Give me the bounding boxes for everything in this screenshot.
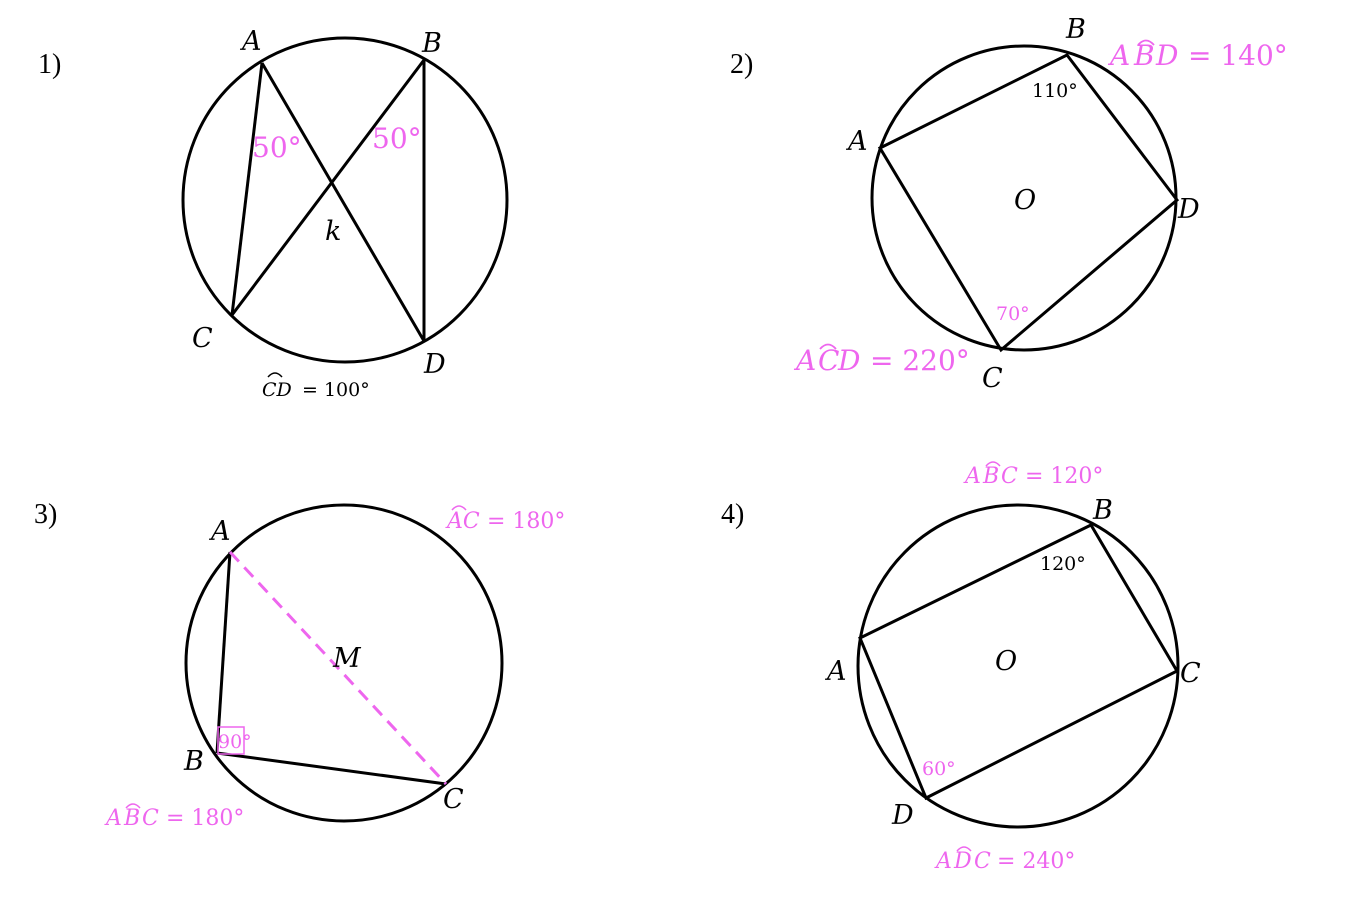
problem-2: 2) B A D C O 110° 70° A B D = 140° A C D…: [730, 14, 1288, 394]
arc-measure-ADC: A D C = 240°: [934, 846, 1075, 874]
arc-hat-icon: [451, 505, 467, 511]
point-label-D: D: [1177, 194, 1200, 225]
arc-name-pre: A: [963, 464, 981, 489]
arc-value: = 180°: [166, 806, 244, 831]
quadrilateral-ABCD: [858, 523, 1180, 801]
arc-name-pre: A: [104, 806, 122, 831]
chord-BC: [230, 59, 426, 316]
point-label-A: A: [845, 126, 868, 157]
chord-BC: [216, 751, 447, 786]
arc-value: = 180°: [487, 509, 565, 534]
arc-measure-AC: AC = 180°: [445, 505, 565, 534]
right-angle-marker: [217, 726, 245, 755]
center-label-O: O: [995, 646, 1017, 677]
problem-number-1: 1): [38, 49, 61, 80]
angle-label-B: 120°: [1040, 553, 1086, 575]
circle-3: [184, 503, 504, 823]
problem-number-2: 2): [730, 49, 753, 80]
point-label-A: A: [208, 516, 231, 547]
arc-value: = 120°: [1025, 464, 1103, 489]
problem-4: 4) B A C D O 120° 60° A B C = 120° A D C…: [721, 461, 1201, 874]
problem-3: 3) A B C M 90° AC = 180° A B C = 180°: [34, 499, 565, 831]
arc-measure-ACD: A C D = 220°: [793, 343, 970, 377]
point-label-B: B: [1092, 495, 1113, 526]
arc-hat-icon: [819, 343, 837, 350]
point-label-C: C: [443, 784, 464, 815]
point-label-A: A: [239, 26, 262, 57]
arc-hat-icon: [1137, 39, 1155, 46]
arc-name: AC: [445, 509, 480, 534]
arc-name-pre: A: [934, 849, 952, 874]
quadrilateral-ABDC: [877, 53, 1180, 353]
center-label-O: O: [1014, 185, 1036, 216]
arc-hat-icon: [267, 372, 283, 378]
angle-label-C: 70°: [996, 303, 1030, 325]
arc-name-post: D: [1155, 39, 1178, 72]
point-label-A: A: [824, 656, 847, 687]
arc-value: = 240°: [997, 849, 1075, 874]
point-label-C: C: [192, 323, 213, 354]
angle-label-D: 60°: [922, 758, 956, 780]
arc-measure-ABC: A B C = 180°: [104, 803, 244, 831]
angle-label-B: 50°: [372, 122, 422, 155]
problem-1: 1) A B C D k 50° 50° CD = 100°: [38, 26, 509, 401]
arc-measure-CD: CD = 100°: [262, 372, 370, 401]
point-label-C: C: [1180, 658, 1201, 689]
chord-AB: [215, 551, 232, 754]
chord-AC: [230, 62, 264, 316]
angle-label-B: 110°: [1032, 80, 1078, 102]
arc-name-hat: B: [982, 464, 999, 489]
arc-hat-icon: [125, 803, 141, 809]
point-label-B: B: [183, 746, 204, 777]
angle-label-B: 90°: [218, 731, 252, 753]
circle-1: [181, 36, 509, 364]
problem-number-3: 3): [34, 499, 57, 530]
problem-number-4: 4): [721, 499, 744, 530]
arc-name-post: C: [1001, 464, 1018, 489]
arc-value: = 140°: [1188, 39, 1288, 72]
intersection-label-k: k: [325, 216, 341, 247]
arc-name-post: C: [974, 849, 991, 874]
arc-hat-icon: [956, 846, 972, 852]
arc-name-post: C: [142, 806, 159, 831]
diameter-AC: [228, 550, 448, 786]
arc-name-hat: B: [123, 806, 140, 831]
angle-label-A: 50°: [252, 131, 302, 164]
arc-name-hat: C: [818, 344, 839, 377]
arc-name-hat: D: [953, 849, 972, 874]
arc-hat-icon: [985, 461, 1001, 467]
point-label-D: D: [423, 349, 446, 380]
arc-name-pre: A: [793, 344, 816, 377]
point-label-B: B: [1065, 14, 1086, 45]
point-label-C: C: [982, 363, 1003, 394]
arc-measure-ABC: A B C = 120°: [963, 461, 1103, 489]
point-label-B: B: [421, 28, 442, 59]
arc-name-hat: B: [1133, 39, 1155, 72]
circle-4: [856, 503, 1180, 829]
arc-value: = 220°: [870, 344, 970, 377]
chord-AD: [260, 62, 426, 342]
arc-name: CD: [262, 379, 292, 401]
arc-name-post: D: [837, 344, 860, 377]
arc-measure-ABD: A B D = 140°: [1107, 39, 1288, 72]
point-label-D: D: [891, 800, 914, 831]
midpoint-label-M: M: [332, 643, 362, 674]
arc-value: = 100°: [302, 379, 370, 401]
arc-name-pre: A: [1107, 39, 1130, 72]
